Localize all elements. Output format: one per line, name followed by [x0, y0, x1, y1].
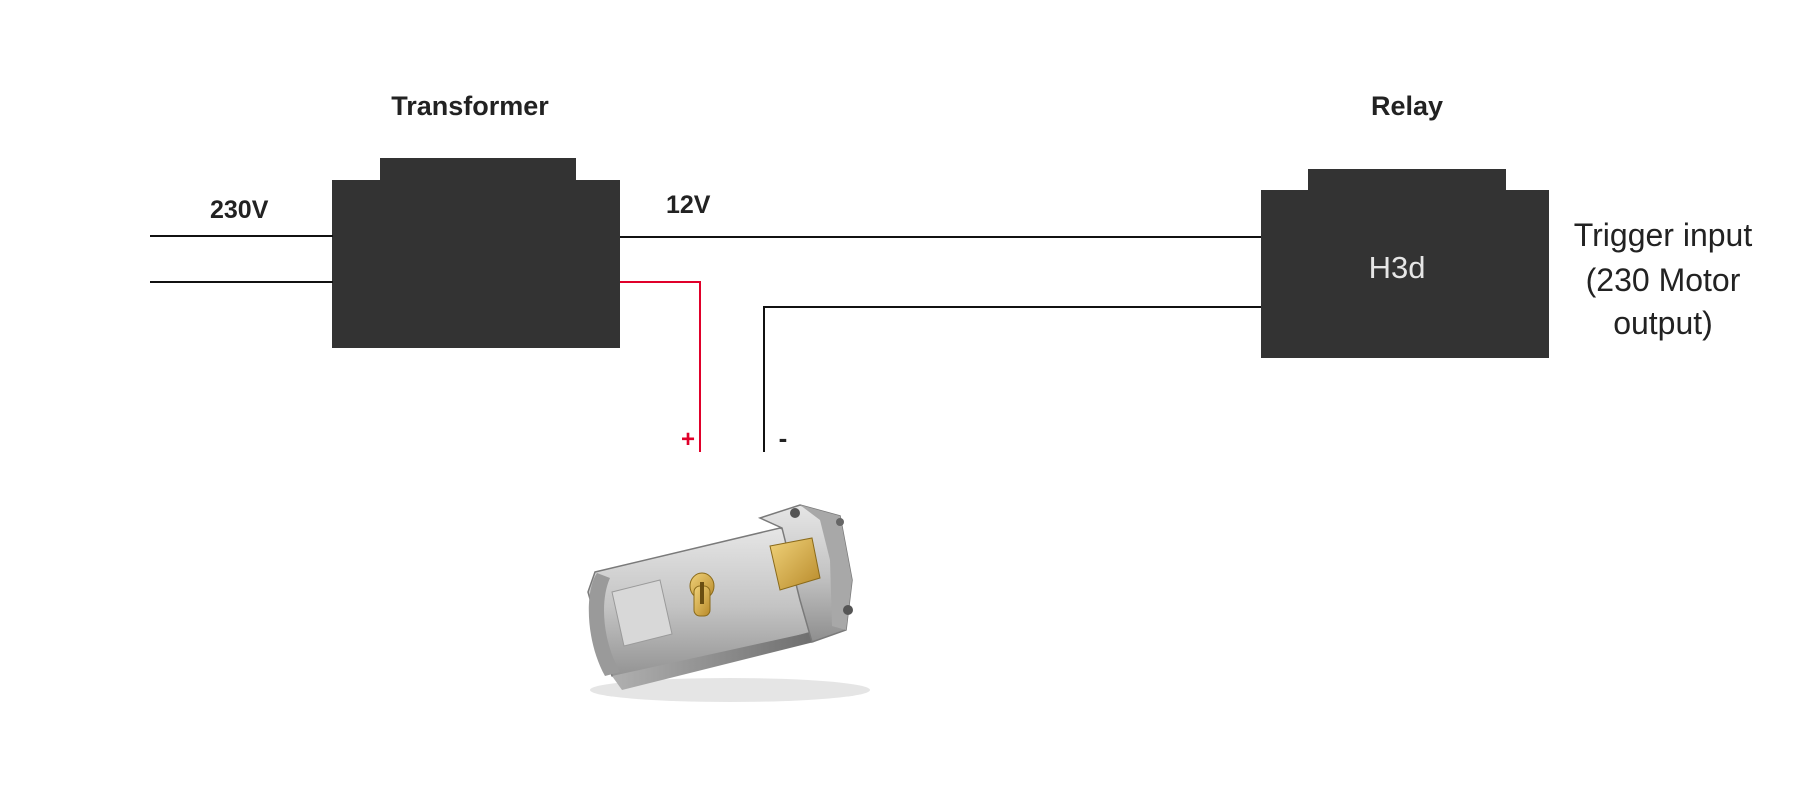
trigger-line-1: Trigger input	[1574, 217, 1753, 253]
transformer-title: Transformer	[391, 91, 549, 121]
low-voltage-label: 12V	[666, 191, 711, 219]
trigger-line-2: (230 Motor	[1586, 262, 1741, 298]
positive-wire	[620, 281, 701, 452]
trigger-line-3: output)	[1613, 305, 1713, 341]
plus-sign: +	[681, 426, 695, 453]
minus-sign: -	[779, 423, 788, 453]
electric-lock-icon	[587, 504, 870, 702]
transformer-box	[332, 158, 620, 348]
relay-model-label: H3d	[1369, 250, 1426, 285]
relay-title: Relay	[1371, 91, 1443, 121]
relay-box	[1261, 169, 1549, 358]
negative-wire	[763, 306, 1262, 452]
mains-voltage-label: 230V	[210, 196, 269, 224]
